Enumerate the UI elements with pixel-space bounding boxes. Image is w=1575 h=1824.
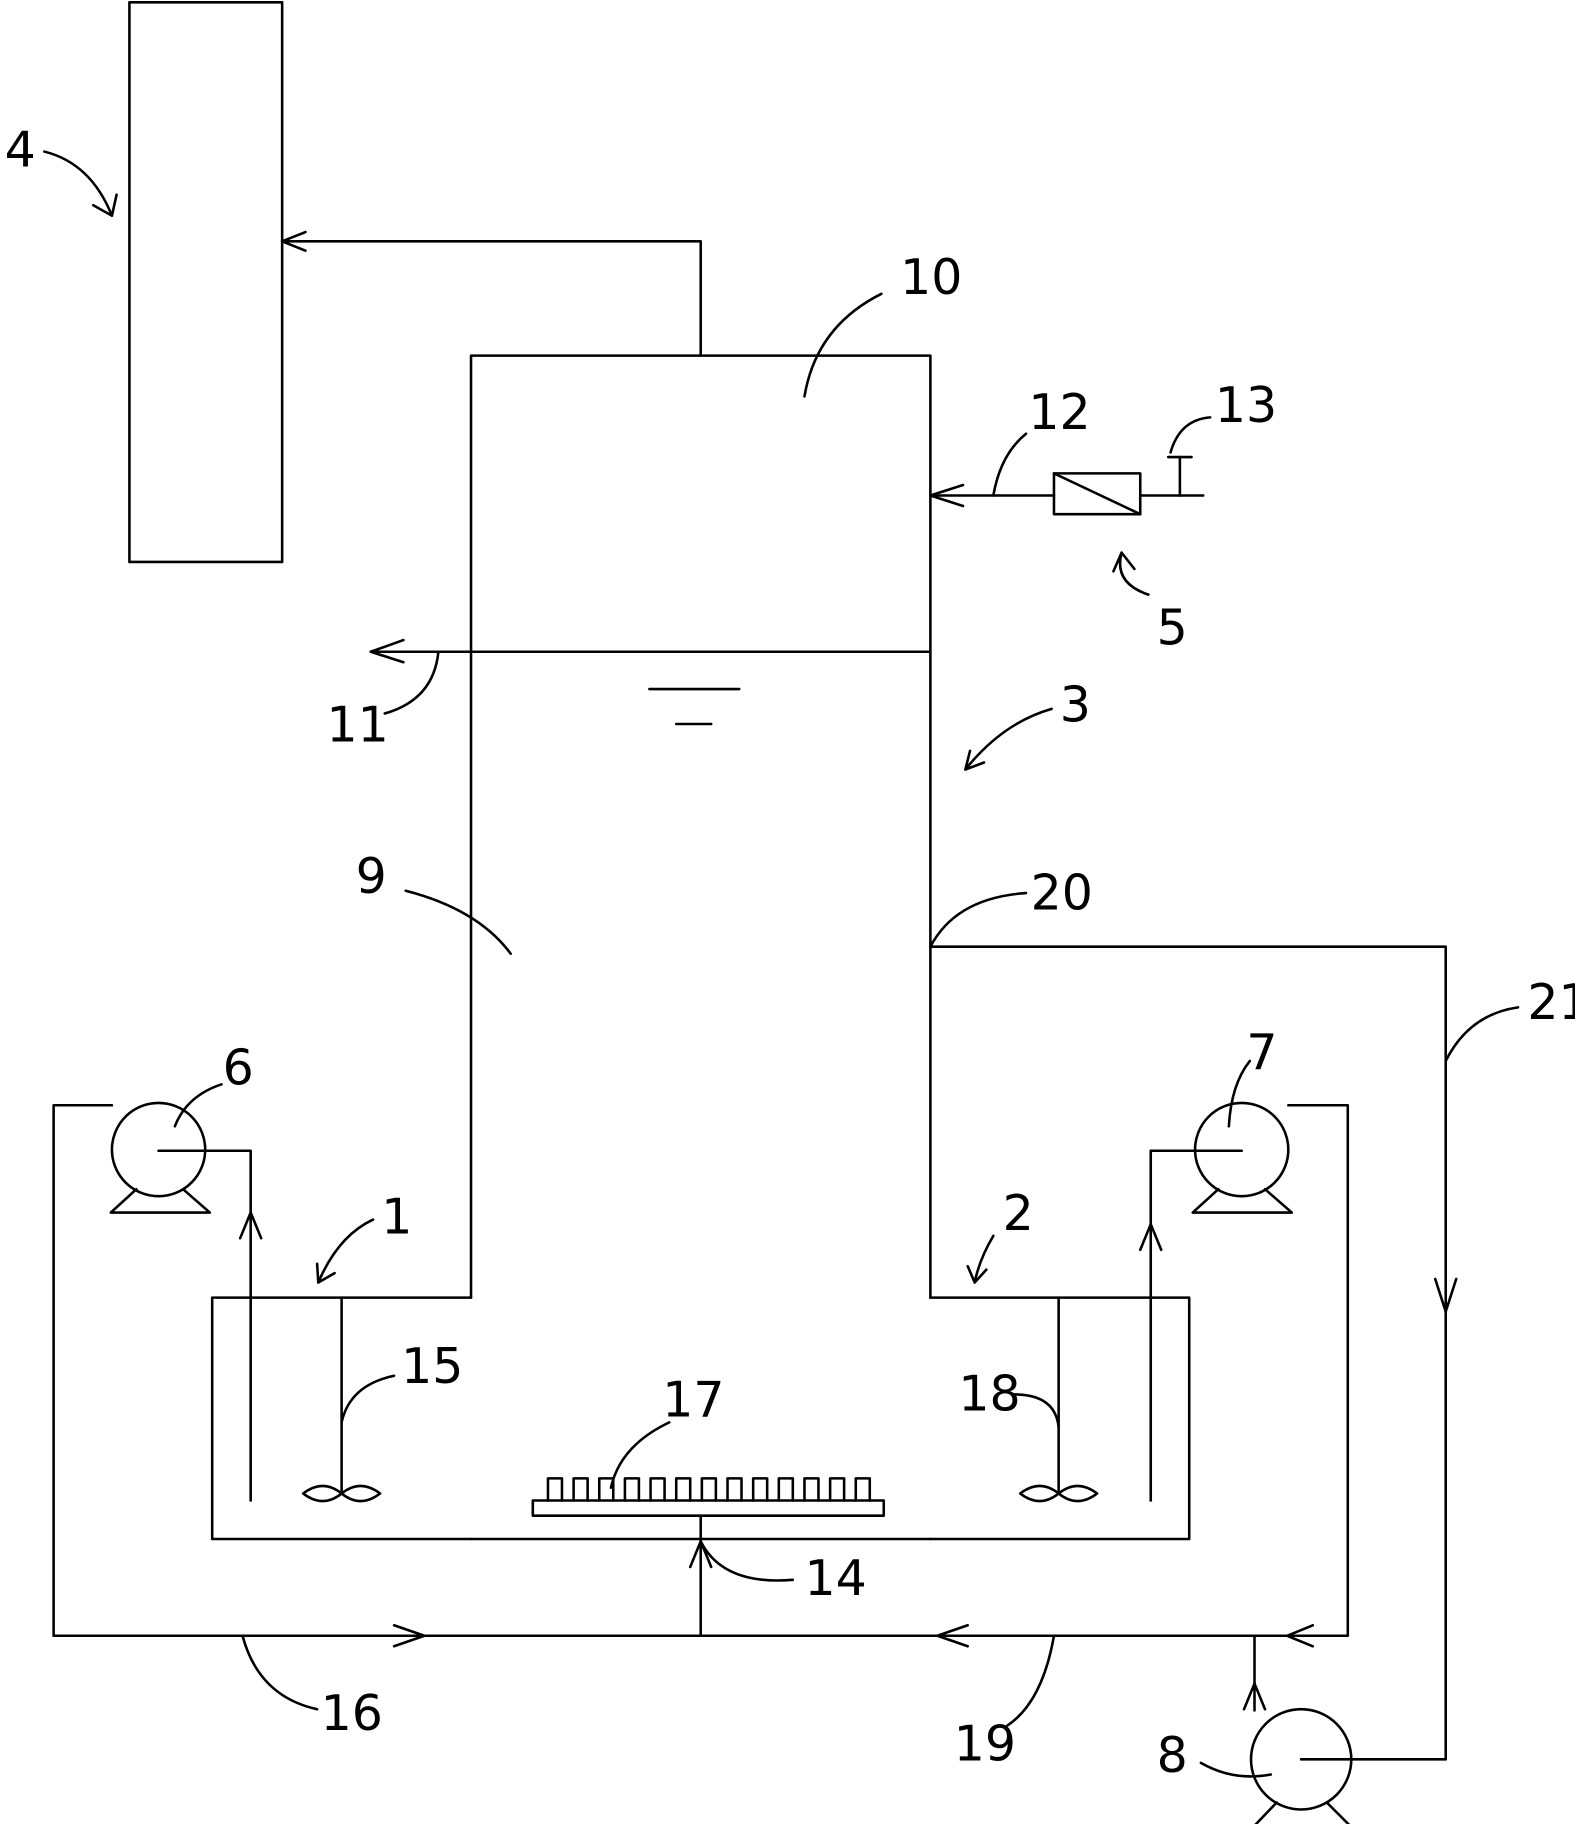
leader-17 [609,1421,671,1489]
arrow-up-tank2 [1138,1222,1163,1252]
leader-8 [1199,1761,1273,1778]
label-1: 1 [381,1189,412,1246]
label-17: 17 [662,1372,724,1429]
leader-5 [1118,551,1150,596]
leader-6 [173,1083,223,1128]
leader-5-head [1112,551,1136,573]
label-15: 15 [401,1338,463,1395]
label-2: 2 [1003,1185,1034,1242]
leader-3 [964,707,1053,771]
leader-21 [1444,1006,1520,1063]
pump-7-base [1191,1187,1294,1214]
leader-9 [404,889,512,955]
agitator-15-blade-right [340,1484,382,1503]
arrow-up-tank1 [238,1211,263,1240]
pipe-10-to-4 [280,240,702,357]
label-12: 12 [1028,384,1090,441]
pipe-tank1-to-pump6 [157,1149,252,1502]
pipe-tank2-to-pump7 [1149,1149,1243,1502]
unit-4-box [128,1,284,564]
pipe-20-21 [929,945,1447,1761]
pipe-pump7-out [699,1103,1350,1638]
label-18: 18 [958,1366,1020,1423]
inlet-12-arrow [929,483,965,508]
leader-4 [43,150,114,217]
leader-18 [1013,1393,1060,1429]
distributor-17-nozzles [546,1477,872,1502]
label-4: 4 [5,122,36,179]
label-13: 13 [1215,377,1277,434]
arrow-into-4 [280,230,307,252]
leader-11 [383,650,440,715]
arrow-up-pump8 [1242,1682,1267,1711]
label-5: 5 [1157,600,1188,657]
leader-7 [1227,1059,1252,1128]
column-3-outline [469,354,932,1299]
leader-19 [1006,1634,1056,1727]
leader-10 [803,292,883,398]
leader-1-head [315,1262,336,1284]
outlet-11-arrow [369,638,405,664]
label-20: 20 [1031,864,1093,921]
pump-8-base [1254,1801,1351,1824]
arrow-16 [392,1623,426,1648]
label-6: 6 [223,1039,254,1096]
distributor-17-plate [531,1499,886,1517]
agitator-18-blade-left [1018,1484,1060,1503]
leader-20 [929,891,1028,948]
label-19: 19 [954,1716,1016,1773]
pump-6-base [109,1187,212,1214]
leader-2 [973,1234,995,1284]
leader-13 [1169,416,1212,454]
leader-4-head [91,193,118,217]
leader-12 [992,432,1028,497]
label-14: 14 [804,1550,866,1607]
label-7: 7 [1246,1024,1277,1081]
leader-3-head [964,749,986,771]
valve-5 [1052,472,1142,516]
label-11: 11 [326,697,388,754]
label-8: 8 [1157,1727,1188,1784]
agitator-15-blade-left [301,1484,343,1503]
pipe-pump6-out [52,1103,702,1638]
label-3: 3 [1060,677,1091,734]
arrow-19-right [1285,1623,1315,1648]
arrow-21 [1433,1277,1458,1313]
leader-1 [317,1218,375,1284]
agitator-18-blade-right [1057,1484,1099,1503]
leader-15 [340,1374,396,1424]
valve-5-diagonal [1052,472,1142,516]
label-10: 10 [900,249,962,306]
leader-2-head [966,1264,988,1284]
label-21: 21 [1527,974,1575,1031]
leader-14 [699,1540,795,1582]
label-9: 9 [356,848,387,905]
arrow-19-left [936,1623,969,1648]
leader-16 [241,1634,319,1711]
label-16: 16 [321,1685,383,1742]
